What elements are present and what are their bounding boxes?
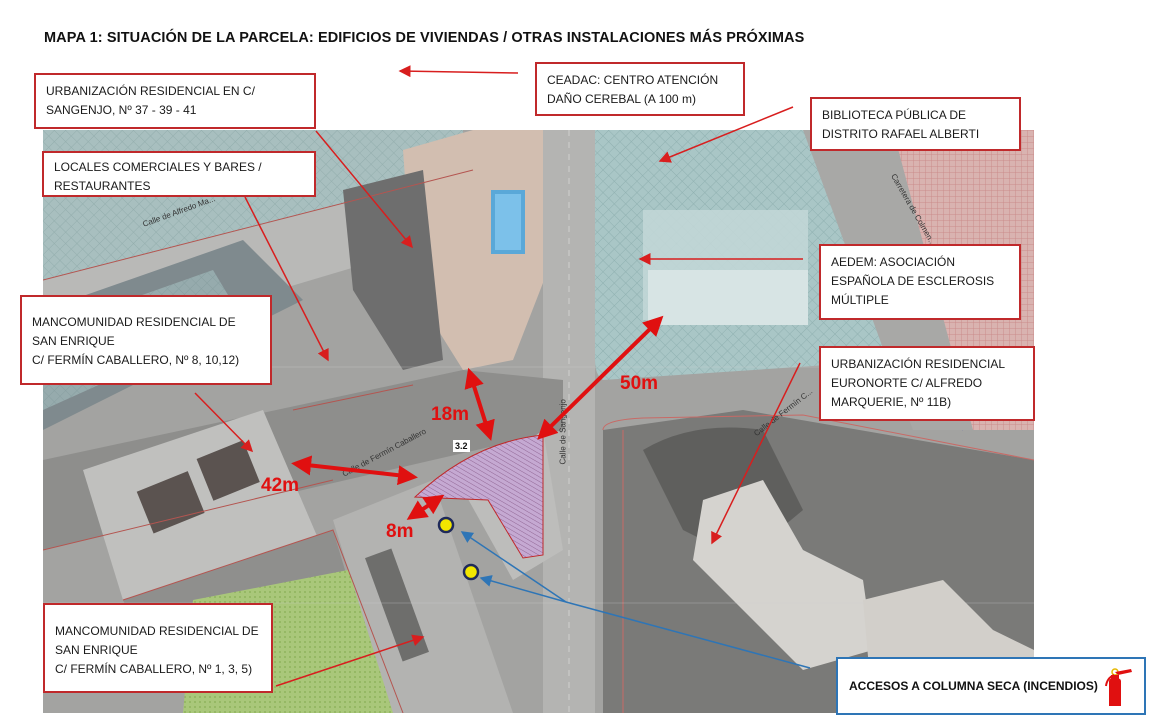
label-line: MÚLTIPLE xyxy=(831,293,889,307)
label-aedem: AEDEM: ASOCIACIÓN ESPAÑOLA DE ESCLEROSIS… xyxy=(819,244,1021,320)
label-san-enrique-norte: MANCOMUNIDAD RESIDENCIAL DE SAN ENRIQUE … xyxy=(20,295,272,385)
distance-label-8m: 8m xyxy=(386,521,414,542)
label-line: DAÑO CEREBAL (A 100 m) xyxy=(547,92,696,106)
fire-extinguisher-icon xyxy=(1105,668,1132,706)
label-line: MANCOMUNIDAD RESIDENCIAL DE xyxy=(55,624,259,638)
map-title: MAPA 1: SITUACIÓN DE LA PARCELA: EDIFICI… xyxy=(44,30,805,46)
label-line: AEDEM: ASOCIACIÓN xyxy=(831,255,956,269)
label-line: BIBLIOTECA PÚBLICA DE xyxy=(822,108,967,122)
street-label-sangenjo: Calle de Sangenjo xyxy=(558,399,568,465)
label-line: SAN ENRIQUE xyxy=(32,334,115,348)
label-line: SAN ENRIQUE xyxy=(55,643,138,657)
legend-text: ACCESOS A COLUMNA SECA (INCENDIOS) xyxy=(849,679,1098,693)
label-line: URBANIZACIÓN RESIDENCIAL xyxy=(831,357,1006,371)
parcel-number-tag: 3.2 xyxy=(453,440,470,452)
label-san-enrique-sur: MANCOMUNIDAD RESIDENCIAL DE SAN ENRIQUE … xyxy=(43,603,273,693)
label-urbanizacion-sangenjo: URBANIZACIÓN RESIDENCIAL EN C/ SANGENJO,… xyxy=(34,73,316,129)
label-line: ESPAÑOLA DE ESCLEROSIS xyxy=(831,274,995,288)
label-biblioteca: BIBLIOTECA PÚBLICA DE DISTRITO RAFAEL AL… xyxy=(810,97,1021,151)
label-line: EURONORTE C/ ALFREDO xyxy=(831,376,983,390)
label-line: URBANIZACIÓN RESIDENCIAL EN C/ xyxy=(46,84,255,98)
label-euronorte: URBANIZACIÓN RESIDENCIAL EURONORTE C/ AL… xyxy=(819,346,1035,421)
label-line: LOCALES COMERCIALES Y BARES / xyxy=(54,160,262,174)
label-line: MANCOMUNIDAD RESIDENCIAL DE xyxy=(32,315,236,329)
label-line: C/ FERMÍN CABALLERO, Nº 8, 10,12) xyxy=(32,353,240,367)
label-line: C/ FERMÍN CABALLERO, Nº 1, 3, 5) xyxy=(55,662,253,676)
label-line: RESTAURANTES xyxy=(54,179,151,193)
legend-columna-seca: ACCESOS A COLUMNA SECA (INCENDIOS) xyxy=(836,657,1146,715)
distance-label-18m: 18m xyxy=(431,404,470,425)
distance-label-50m: 50m xyxy=(620,373,659,394)
label-line: MARQUERIE, Nº 11B) xyxy=(831,395,952,409)
label-line: DISTRITO RAFAEL ALBERTI xyxy=(822,127,980,141)
label-line: SANGENJO, Nº 37 - 39 - 41 xyxy=(46,103,197,117)
label-locales-comerciales: LOCALES COMERCIALES Y BARES / RESTAURANT… xyxy=(42,151,316,197)
label-line: CEADAC: CENTRO ATENCIÓN xyxy=(547,73,719,87)
distance-label-42m: 42m xyxy=(261,475,300,496)
label-ceadac: CEADAC: CENTRO ATENCIÓN DAÑO CEREBAL (A … xyxy=(535,62,745,116)
ceadac-pointer xyxy=(398,65,519,78)
